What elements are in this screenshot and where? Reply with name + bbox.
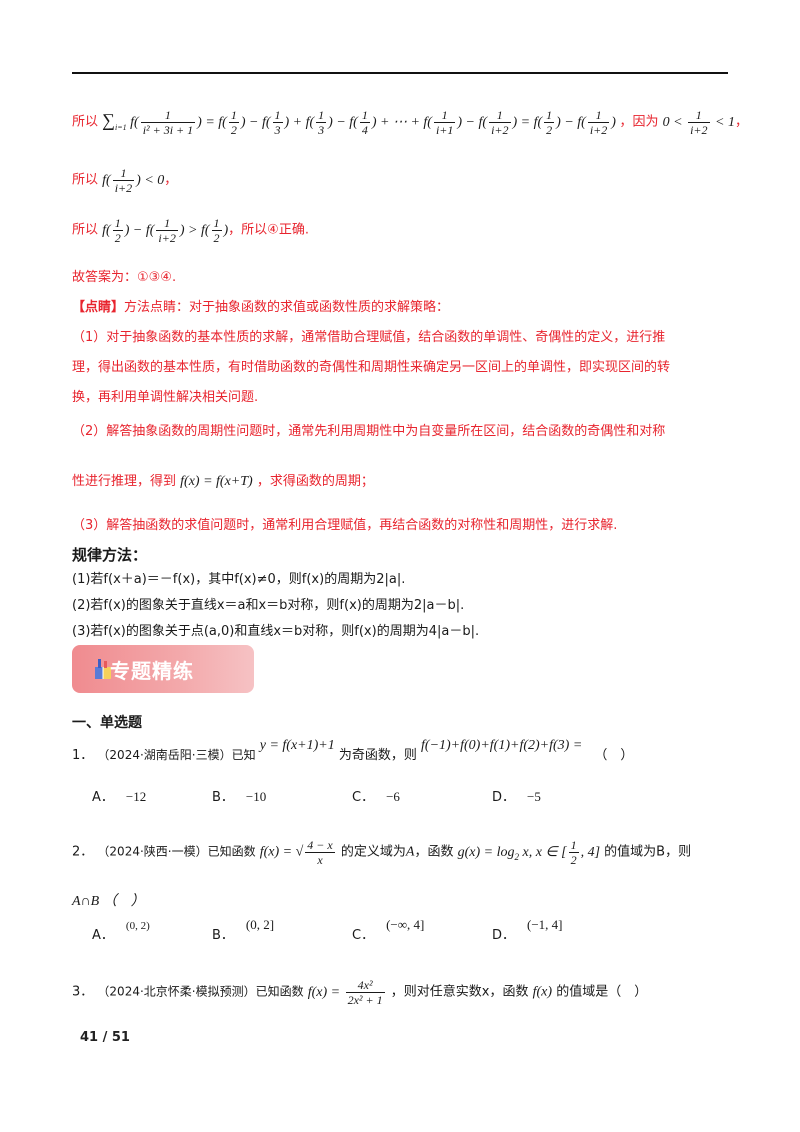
question-number: 3． bbox=[72, 984, 94, 1000]
set-a: A bbox=[405, 844, 415, 860]
option-label: B． bbox=[212, 928, 234, 943]
banner-title: 专题精练 bbox=[110, 659, 194, 683]
option-value: (−∞, 4] bbox=[386, 917, 425, 932]
question-text: ，则对任意实数x，函数 bbox=[390, 984, 529, 1000]
solution-conclusion: ，所以④正确. bbox=[228, 222, 309, 238]
option-label: D． bbox=[492, 790, 516, 805]
option-value: −6 bbox=[386, 789, 400, 804]
rule-3: (3)若f(x)的图象关于点(a,0)和直线x＝b对称，则f(x)的周期为4|a… bbox=[72, 624, 480, 639]
question-source: （2024·陕西·一模）已知函数 bbox=[97, 844, 256, 859]
question-formula-2: f(x) bbox=[532, 984, 553, 1000]
option-label: A． bbox=[92, 790, 114, 805]
option-label: B． bbox=[212, 790, 234, 805]
rules-title: 规律方法： bbox=[72, 546, 148, 564]
tips-heading: 【点睛】方法点睛：对于抽象函数的求值或函数性质的求解策略： bbox=[72, 296, 449, 315]
rule-1: (1)若f(x＋a)＝－f(x)，其中f(x)≠0，则f(x)的周期为2|a|. bbox=[72, 572, 406, 587]
question-number: 2． bbox=[72, 844, 94, 860]
option-value: (−1, 4] bbox=[527, 917, 563, 932]
q2-option-d[interactable]: D． (−1, 4] bbox=[492, 917, 563, 943]
tips-p1c: 换，再利用单调性解决相关问题. bbox=[72, 390, 259, 405]
q1-option-b[interactable]: B． −10 bbox=[212, 786, 266, 805]
answer-line: 故答案为：①③④. bbox=[72, 270, 177, 285]
question-expression: f(−1)+f(0)+f(1)+f(2)+f(3) = bbox=[421, 738, 583, 753]
solution-prefix: 所以 bbox=[72, 222, 99, 238]
question-text: 为奇函数，则 bbox=[338, 748, 417, 763]
tips-p3: （3）解答抽函数的求值问题时，通常利用合理赋值，再结合函数的对称性和周期性，进行… bbox=[72, 518, 618, 533]
question-source: （2024·湖南岳阳·三模）已知 bbox=[97, 748, 256, 762]
q2-option-b[interactable]: B． (0, 2] bbox=[212, 917, 274, 943]
option-label: C． bbox=[352, 928, 375, 943]
option-label: D． bbox=[492, 928, 516, 943]
tips-p2a: （2）解答抽象函数的周期性问题时，通常先利用周期性中为自变量所在区间，结合函数的… bbox=[72, 424, 666, 439]
solution-comma: ， bbox=[164, 172, 178, 188]
section-banner: 专题精练 bbox=[72, 645, 254, 693]
question-text: 的定义域为 bbox=[340, 844, 406, 860]
question-1: 1． （2024·湖南岳阳·三模）已知 y = f(x+1)+1 为奇函数，则 … bbox=[72, 738, 634, 764]
option-value: (0, 2) bbox=[125, 920, 150, 932]
solution-prefix: 所以 bbox=[72, 172, 99, 188]
tips-p2b: 性进行推理，得到 f(x) = f(x+T) ，求得函数的周期； bbox=[72, 470, 374, 490]
solution-because: ，因为 bbox=[619, 114, 659, 130]
question-number: 1． bbox=[72, 748, 94, 763]
question-text-end: 的值域是（ ） bbox=[556, 984, 648, 1000]
tips-heading-text: 方法点睛：对于抽象函数的求值或函数性质的求解策略： bbox=[124, 300, 450, 315]
q2-option-c[interactable]: C． (−∞, 4] bbox=[352, 917, 424, 943]
option-value: −12 bbox=[125, 789, 147, 804]
question-2-line-2: A∩B （ ） bbox=[72, 894, 145, 909]
question-text: 的值域为B，则 bbox=[604, 844, 692, 860]
tips-p2b-prefix: 性进行推理，得到 bbox=[72, 474, 177, 489]
option-label: A． bbox=[92, 928, 114, 943]
section-title: 一、单选题 bbox=[72, 715, 142, 731]
tips-p1b: 理，得出函数的基本性质，有时借助函数的奇偶性和周期性来确定另一区间上的单调性，即… bbox=[72, 360, 671, 375]
option-value: −10 bbox=[245, 789, 267, 804]
book-icon bbox=[95, 659, 111, 679]
option-value: −5 bbox=[527, 789, 541, 804]
header-rule bbox=[72, 72, 728, 74]
solution-comma: ， bbox=[734, 114, 748, 130]
tips-p1a: （1）对于抽象函数的基本性质的求解，通常借助合理赋值，结合函数的单调性、奇偶性的… bbox=[72, 330, 666, 345]
period-formula: f(x) = f(x+T) bbox=[180, 474, 253, 489]
solution-prefix: 所以 bbox=[72, 114, 99, 130]
q1-option-a[interactable]: A． −12 bbox=[92, 786, 146, 805]
q1-option-c[interactable]: C． −6 bbox=[352, 786, 400, 805]
option-label: C． bbox=[352, 790, 375, 805]
q2-option-a[interactable]: A． (0, 2) bbox=[92, 920, 150, 943]
question-formula: y = f(x+1)+1 bbox=[259, 738, 335, 753]
tips-p2b-suffix: ，求得函数的周期； bbox=[256, 474, 374, 489]
question-source: （2024·北京怀柔·模拟预测）已知函数 bbox=[97, 984, 304, 999]
rule-2: (2)若f(x)的图象关于直线x＝a和x＝b对称，则f(x)的周期为2|a－b|… bbox=[72, 598, 465, 613]
answer-bracket: （ ） bbox=[594, 748, 634, 763]
question-text: ，函数 bbox=[414, 844, 454, 860]
option-value: (0, 2] bbox=[245, 917, 275, 932]
tips-heading-label: 【点睛】 bbox=[72, 300, 125, 315]
q1-option-d[interactable]: D． −5 bbox=[492, 786, 541, 805]
page-number: 41 / 51 bbox=[80, 1030, 130, 1045]
